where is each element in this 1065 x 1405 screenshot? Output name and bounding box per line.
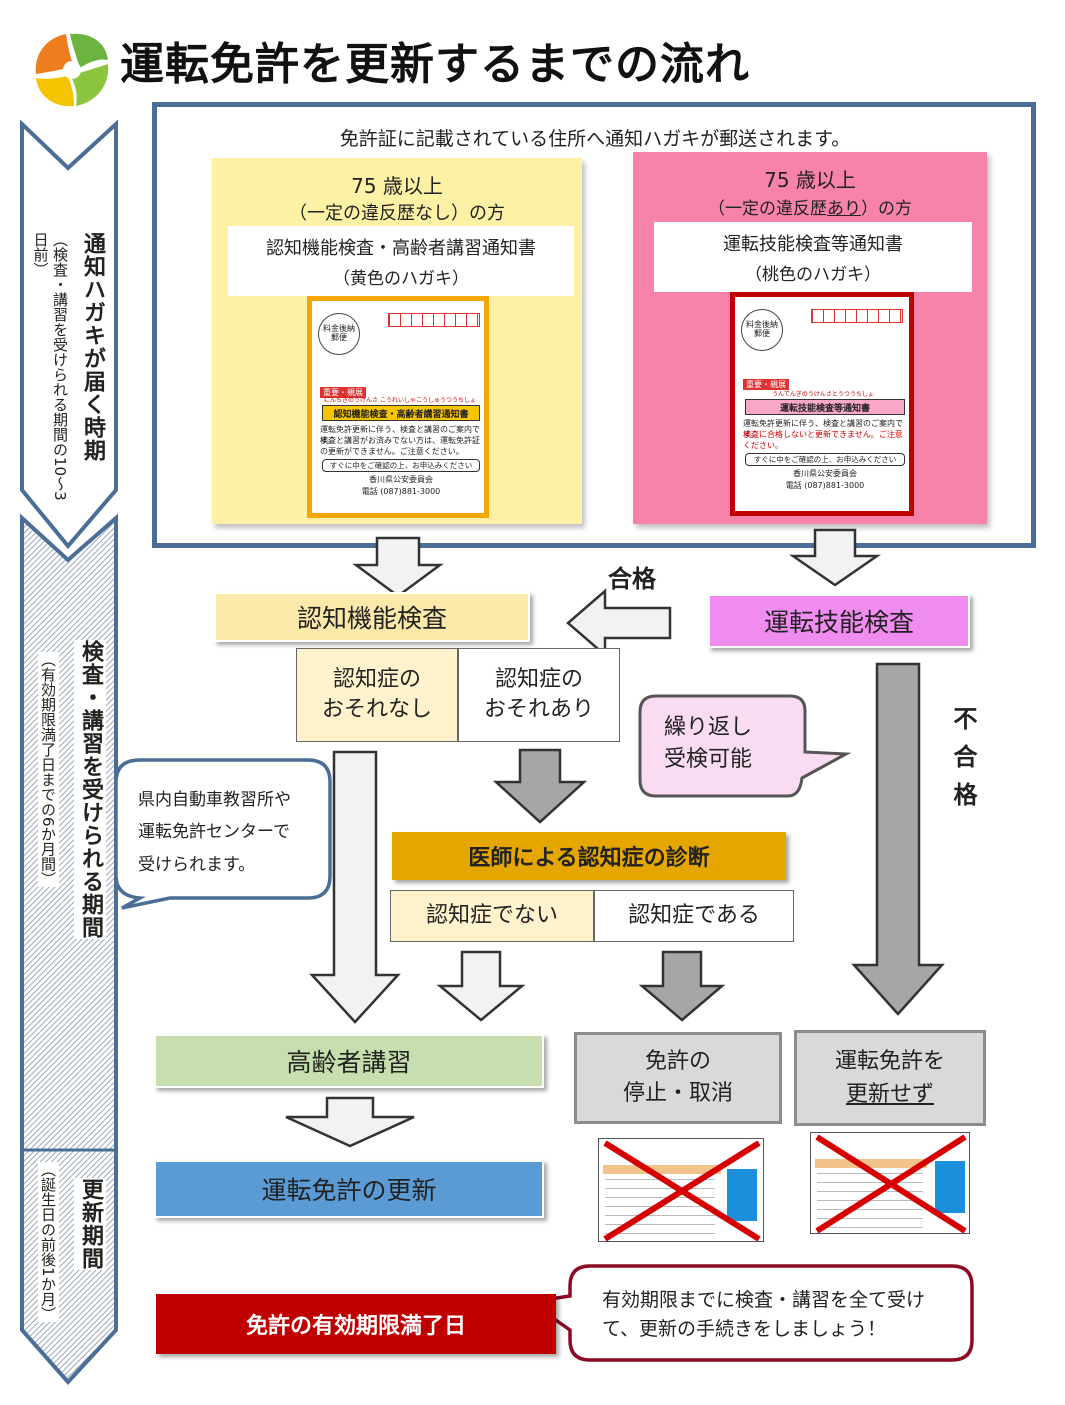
- pink-doc-box: 運転技能検査等通知書 （桃色のハガキ）: [654, 222, 972, 292]
- arrow-dementia-down: [638, 950, 726, 1022]
- arrow-fail-down: [851, 662, 945, 1016]
- prefecture-logo: [32, 30, 112, 110]
- pink-cta: すぐに中をご確認の上、お申込みください: [745, 453, 905, 466]
- arrow-not-dementia-down: [436, 950, 526, 1022]
- renewal-box: 運転免許の更新: [154, 1160, 544, 1218]
- pink-tag: 重要・親展: [743, 379, 789, 390]
- phase-renewal-sub: （誕生日の前後1か月）: [38, 1162, 59, 1322]
- phase-notice-title: 通知ハガキが届く時期: [80, 232, 105, 462]
- yellow-headline: 認知機能検査・高齢者講習通知書: [322, 405, 480, 421]
- yellow-postcard: 料金後納 郵便 重要・親展 にんちきのうけんさ こうれいしゃこうしゅうつうちしょ…: [307, 296, 489, 518]
- dementia-text: 認知症である: [628, 903, 760, 929]
- card-photo: [727, 1169, 757, 1221]
- cross-icon: [815, 1134, 967, 1234]
- suspend-box: 免許の 停止・取消: [574, 1032, 782, 1124]
- risk-text: 認知症の おそれあり: [483, 667, 594, 722]
- yellow-tag: 重要・親展: [320, 387, 366, 398]
- skill-test-box: 運転技能検査: [708, 594, 970, 648]
- yellow-body2: 検査と講習がお済みでない方は、運転免許証の更新ができません。ご注意ください。: [320, 436, 480, 456]
- pink-postcard: 料金後納 郵便 重要・親展 うんてんぎのうけんさとうつうちしょ 運転技能検査等通…: [730, 292, 914, 516]
- expiry-box: 免許の有効期限満了日: [156, 1294, 556, 1354]
- yellow-doc-color: （黄色のハガキ）: [333, 268, 469, 289]
- arrow-no-risk-down: [309, 750, 401, 1024]
- dementia-box: 認知症である: [594, 890, 794, 942]
- yellow-body1: 運転免許更新に伴う、検査と講習のご案内です。: [320, 425, 480, 445]
- retry-bubble: [638, 694, 852, 798]
- phase-notice-sub: （検査・講習を受けられる期間の10〜3日前）: [31, 232, 70, 501]
- card-header-stripe: [815, 1159, 927, 1168]
- pink-headline: 運転技能検査等通知書: [745, 399, 905, 415]
- postage-mark: 料金後納 郵便: [741, 309, 783, 351]
- yellow-condition: （一定の違反歴なし）の方: [289, 203, 505, 224]
- fail-label: 不合格: [949, 706, 977, 820]
- pink-condition-pre: （一定の違反歴: [708, 199, 827, 219]
- postage-mark: 料金後納 郵便: [318, 313, 360, 355]
- diagnosis-box: 医師による認知症の診断: [392, 832, 786, 880]
- arrow-lecture-down: [285, 1096, 415, 1148]
- final-bubble: [525, 1264, 974, 1362]
- yellow-sender: 香川県公安委員会: [369, 475, 433, 484]
- notice-text: 免許証に記載されている住所へ通知ハガキが郵送されます。: [339, 128, 851, 150]
- lecture-box: 高齢者講習: [154, 1034, 544, 1088]
- card-header-stripe: [603, 1165, 721, 1174]
- phase-test-title: 検査・講習を受けられる期間: [74, 640, 106, 939]
- cognitive-test-box: 認知機能検査: [214, 592, 530, 642]
- pink-doc-title: 運転技能検査等通知書: [723, 233, 903, 255]
- pink-condition: （一定の違反歴あり）の方: [633, 194, 987, 219]
- yellow-doc-title: 認知機能検査・高齢者講習通知書: [266, 237, 536, 259]
- yellow-cta: すぐに中をご確認の上、お申込みください: [322, 459, 480, 472]
- postal-code-boxes: [388, 313, 480, 327]
- yellow-phone: 電話 (087)881-3000: [361, 487, 441, 496]
- yellow-ruby: にんちきのうけんさ こうれいしゃこうしゅうつうちしょ: [324, 397, 476, 404]
- retry-text: 繰り返し 受検可能: [664, 715, 753, 772]
- pink-age: 75 歳以上: [764, 168, 856, 192]
- postal-code-boxes: [811, 309, 903, 323]
- not-dementia-text: 認知症でない: [425, 903, 558, 929]
- risk-box: 認知症の おそれあり: [458, 648, 620, 742]
- suspend-text: 免許の 停止・取消: [622, 1049, 733, 1106]
- page-title: 運転免許を更新するまでの流れ: [120, 39, 750, 90]
- not-renewed-line1: 運転免許を: [834, 1049, 945, 1074]
- not-renewed-box: 運転免許を 更新せず: [794, 1030, 986, 1126]
- pass-label: 合格: [608, 565, 656, 593]
- pink-doc-color: （桃色のハガキ）: [745, 264, 881, 285]
- schools-bubble: [114, 758, 332, 910]
- pink-phone: 電話 (087)881-3000: [785, 481, 865, 490]
- no-risk-text: 認知症の おそれなし: [321, 667, 432, 722]
- pink-body2: 検査に合格しないと更新できません。ご注意ください。: [743, 430, 903, 450]
- arrow-pass-left: [566, 588, 672, 658]
- not-renewed-line2: 更新せず: [845, 1082, 934, 1107]
- pink-condition-emph: あり: [827, 199, 861, 219]
- yellow-age: 75 歳以上: [351, 174, 443, 198]
- license-card-cancelled-2: [810, 1132, 970, 1234]
- final-note: 有効期限までに検査・講習を全て受けて、更新の手続きをしましょう！: [602, 1289, 926, 1341]
- cross-icon: [603, 1140, 761, 1242]
- pink-body1: 運転免許更新に伴う、検査と講習のご案内です。: [743, 419, 903, 439]
- arrow-down-pink: [788, 528, 882, 587]
- card-photo: [935, 1161, 965, 1213]
- phase-test-sub: （有効期限満了日までの6か月間）: [38, 652, 59, 887]
- phase-renewal-title: 更新期間: [74, 1178, 106, 1270]
- license-card-cancelled-1: [598, 1138, 764, 1242]
- arrow-risk-down: [492, 748, 588, 824]
- pink-condition-post: ）の方: [861, 199, 912, 219]
- no-risk-box: 認知症の おそれなし: [296, 648, 458, 742]
- arrow-down-yellow: [352, 536, 444, 598]
- yellow-doc-box: 認知機能検査・高齢者講習通知書 （黄色のハガキ）: [228, 226, 574, 296]
- pink-sender: 香川県公安委員会: [793, 469, 857, 478]
- schools-note: 県内自動車教習所や 運転免許センターで 受けられます。: [138, 790, 291, 875]
- pink-ruby: うんてんぎのうけんさとうつうちしょ: [772, 391, 874, 398]
- not-dementia-box: 認知症でない: [390, 890, 594, 942]
